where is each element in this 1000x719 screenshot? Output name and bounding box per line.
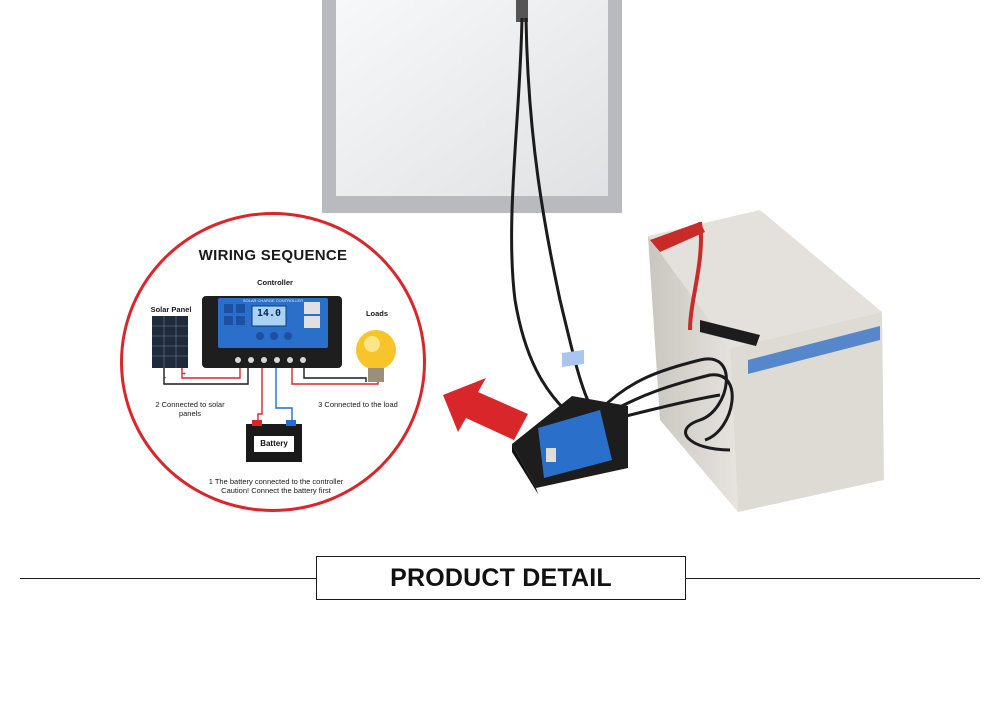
controller-photo [512,349,628,494]
diagram-solar-panel-icon [152,316,188,368]
red-arrow [443,378,528,440]
diagram-wires [163,368,379,420]
loads-label: Loads [365,309,389,318]
controller-brand-text: SOLAR CHARGE CONTROLLER [242,298,304,303]
plus-sign: + [182,371,186,378]
step-3-label: 3 Connected to the load [318,400,398,409]
step-1-label: 1 The battery connected to the controlle… [208,477,344,486]
battery-photo [648,210,884,512]
step-2-label: 2 Connected to solar panels [155,400,225,419]
panel-cables [510,17,592,412]
minus-sign: - [164,375,167,382]
diagram-controller [202,296,342,368]
solar-panel-label: Solar Panel [150,305,192,314]
diagram-battery-icon [246,420,302,462]
wiring-title: WIRING SEQUENCE [198,247,348,264]
divider-left [20,578,316,579]
battery-label: Battery [260,439,288,448]
step-1-block: 1 The battery connected to the controlle… [186,477,366,496]
section-header: PRODUCT DETAIL [316,556,686,600]
bulb-icon [356,330,396,382]
solar-panel-photo [322,0,622,213]
caution-label: Caution! Connect the battery first [221,486,331,496]
section-title: PRODUCT DETAIL [390,563,612,592]
controller-label: Controller [257,278,293,287]
controller-screen-value: 14.0 [256,308,282,319]
divider-right [686,578,980,579]
